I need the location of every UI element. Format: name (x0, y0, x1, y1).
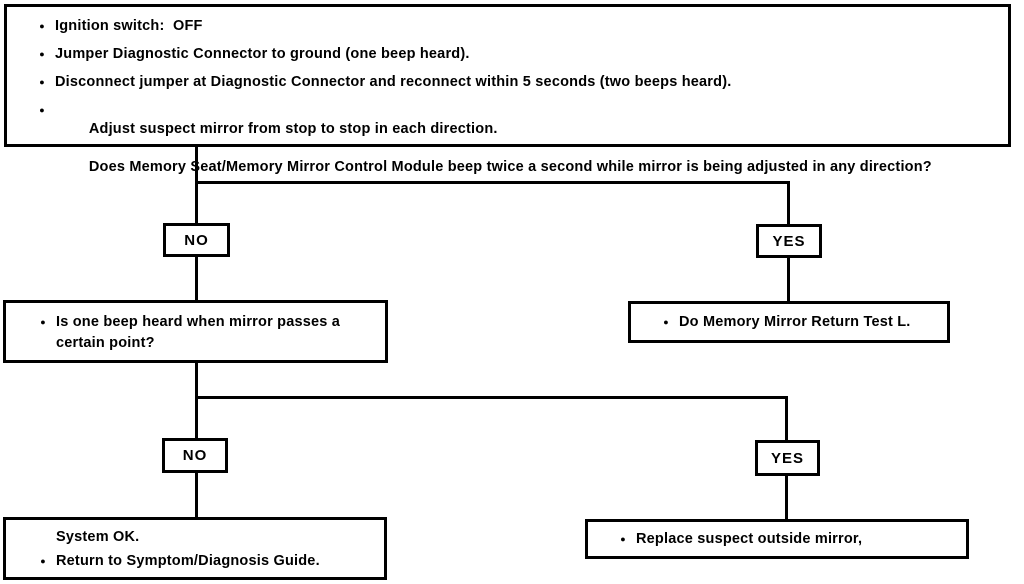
action-yes1-box: ● Do Memory Mirror Return Test L. (628, 301, 950, 343)
bullet-icon: ● (39, 49, 45, 59)
decision-yes-2-box: YES (755, 440, 820, 476)
action-yes1-text: Do Memory Mirror Return Test L. (679, 313, 911, 330)
connector-vertical-yes1-to-action (787, 258, 790, 301)
connector-vertical-top-to-no1 (195, 147, 198, 223)
instruction-item: ● Adjust suspect mirror from stop to sto… (29, 101, 1002, 196)
instruction-text: Jumper Diagnostic Connector to ground (o… (55, 46, 470, 62)
result-no-line1-row: System OK. (30, 527, 380, 548)
instruction-item: ● Disconnect jumper at Diagnostic Connec… (29, 73, 1002, 92)
bullet-icon: ● (39, 77, 45, 87)
question-box: ● Is one beep heard when mirror passes a… (3, 300, 388, 363)
instruction-text: Disconnect jumper at Diagnostic Connecto… (55, 74, 732, 90)
instruction-text: Ignition switch: OFF (55, 18, 203, 34)
bullet-icon: ● (40, 317, 46, 327)
connector-vertical-no1-to-question (195, 257, 198, 300)
connector-horizontal-branch2 (195, 396, 788, 399)
connector-vertical-branch1-to-yes1 (787, 181, 790, 224)
result-no-box: System OK. ● Return to Symptom/Diagnosis… (3, 517, 387, 580)
connector-horizontal-branch1 (195, 181, 790, 184)
decision-no-2-label: NO (182, 447, 208, 464)
instruction-item: ● Jumper Diagnostic Connector to ground … (29, 45, 1002, 64)
instruction-text-group: Adjust suspect mirror from stop to stop … (55, 101, 932, 196)
result-no-line2-row: ● Return to Symptom/Diagnosis Guide. (30, 551, 380, 572)
bullet-icon: ● (620, 533, 626, 544)
instruction-item: ● Ignition switch: OFF (29, 17, 1002, 36)
decision-yes-1-box: YES (756, 224, 822, 258)
result-no-line1: System OK. (56, 529, 140, 545)
result-no-line2: Return to Symptom/Diagnosis Guide. (56, 553, 320, 569)
connector-vertical-branch2-to-yes2 (785, 396, 788, 440)
connector-vertical-question-to-no2 (195, 362, 198, 438)
result-yes-box: ● Replace suspect outside mirror, (585, 519, 969, 559)
decision-yes-1-label: YES (772, 232, 806, 250)
instruction-followup-question: Does Memory Seat/Memory Mirror Control M… (88, 159, 932, 175)
connector-vertical-yes2-to-result (785, 476, 788, 519)
question-item: ● Is one beep heard when mirror passes a… (30, 312, 381, 354)
decision-no-1-box: NO (163, 223, 230, 257)
instruction-text: Adjust suspect mirror from stop to stop … (88, 121, 498, 137)
bullet-icon: ● (39, 105, 45, 115)
question-text: Is one beep heard when mirror passes a c… (56, 314, 345, 351)
bullet-icon: ● (39, 21, 45, 31)
decision-no-2-box: NO (162, 438, 228, 473)
result-yes-text: Replace suspect outside mirror, (636, 530, 863, 547)
connector-vertical-no2-to-result (195, 473, 198, 517)
decision-yes-2-label: YES (770, 449, 804, 467)
bullet-icon: ● (663, 316, 669, 327)
bullet-icon: ● (40, 556, 46, 566)
decision-no-1-label: NO (184, 231, 209, 249)
instruction-box: ● Ignition switch: OFF ● Jumper Diagnost… (4, 4, 1011, 175)
